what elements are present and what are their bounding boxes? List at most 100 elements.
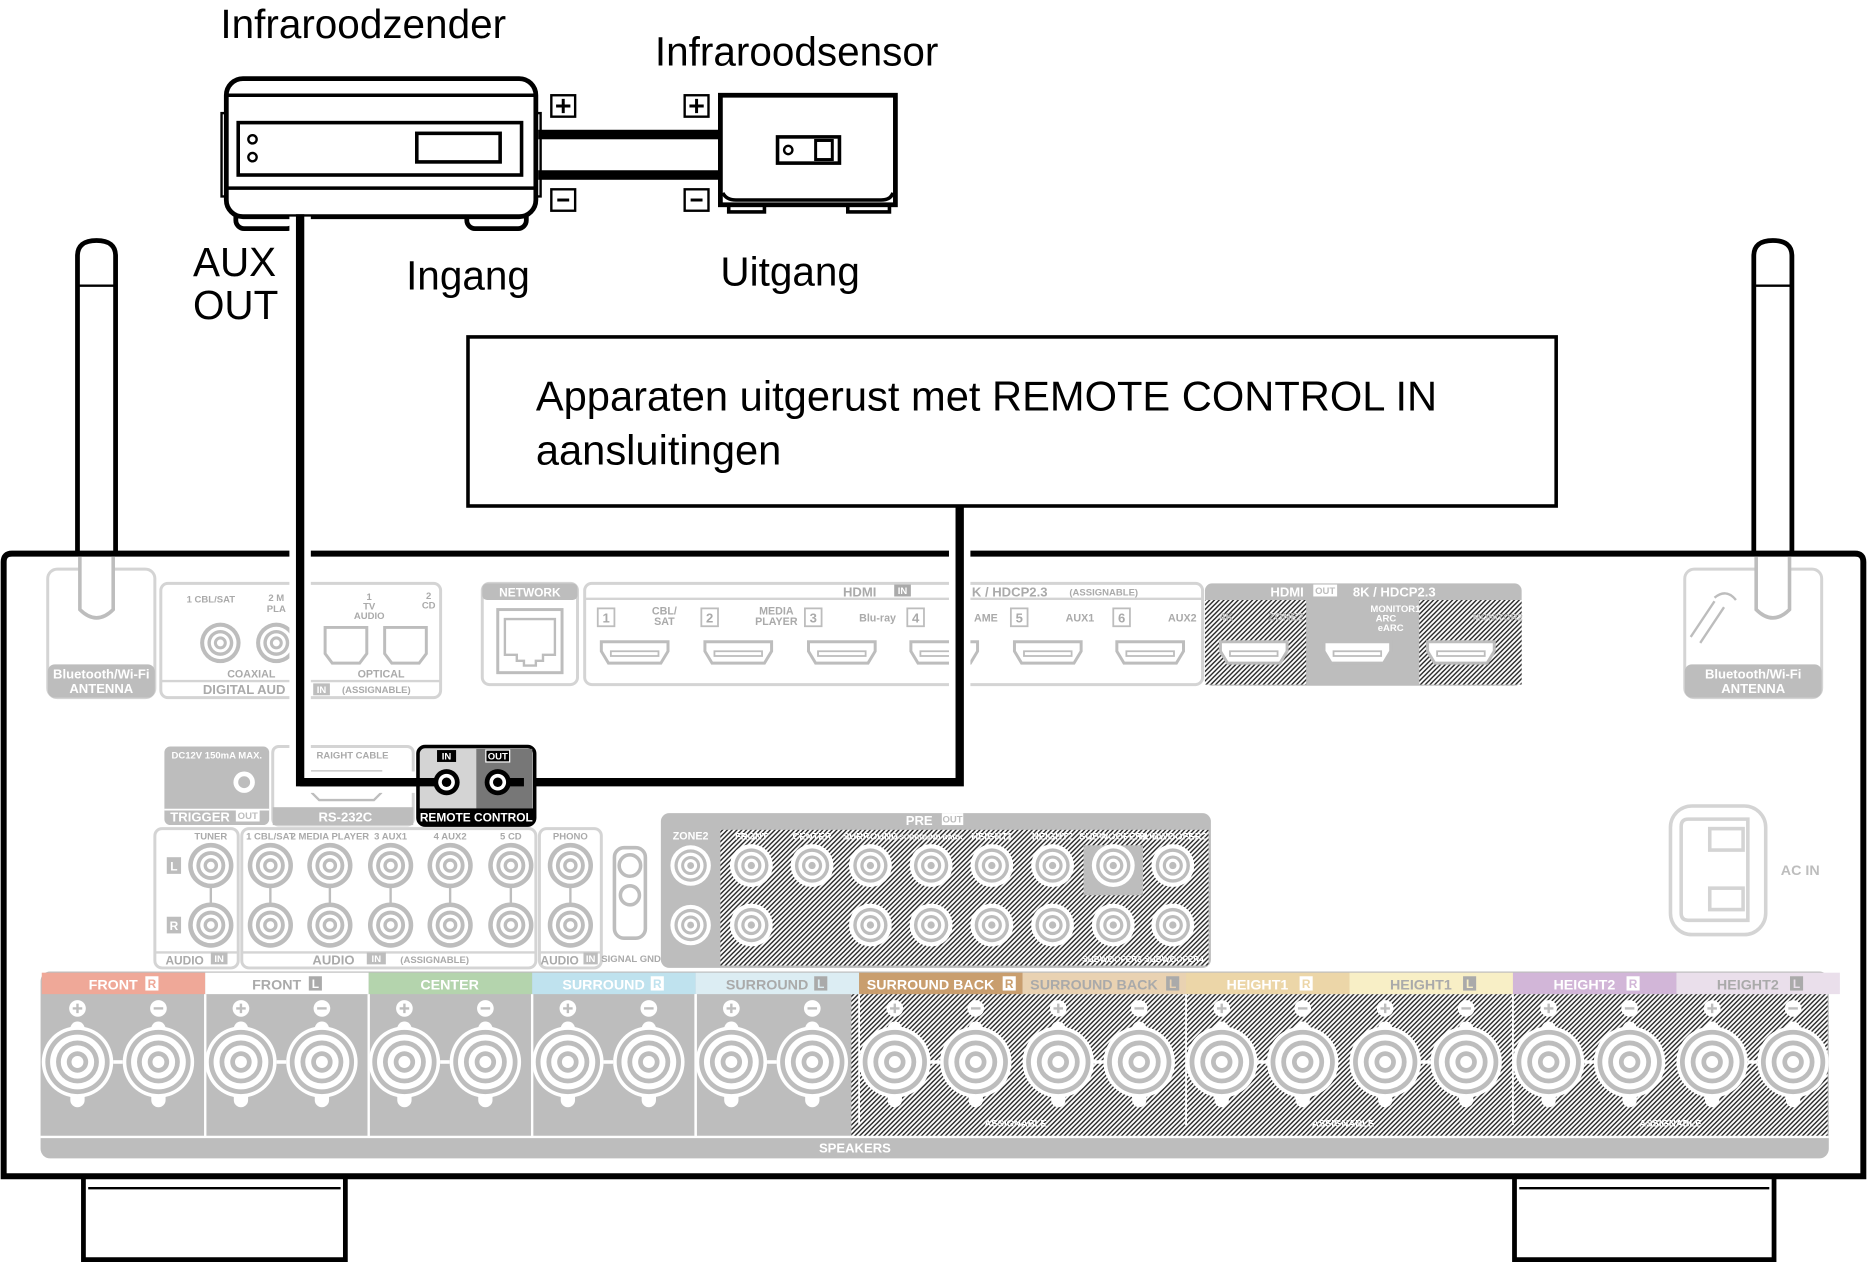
jack-ring <box>808 861 816 870</box>
jack-ring <box>386 921 395 929</box>
pre-out-jack <box>970 844 1014 887</box>
speaker-terminal-minus[interactable] <box>940 1000 1012 1108</box>
speaker-terminal-minus[interactable] <box>613 1000 685 1108</box>
speaker-terminal-plus[interactable] <box>532 1000 604 1108</box>
badge-box <box>894 584 911 597</box>
jack-ring <box>326 861 334 870</box>
assignable-label: ASSIGNABLE <box>1312 1118 1374 1129</box>
terminal-ring <box>969 1056 982 1068</box>
side-badge <box>1463 976 1477 991</box>
input-number-box <box>700 607 719 628</box>
audio-in-jack-r <box>488 902 534 948</box>
pre-out-jack <box>909 844 953 887</box>
channel-name: HEIGHT1 <box>1227 977 1289 993</box>
jack-ring <box>266 921 275 929</box>
side-letter: R <box>1302 977 1311 991</box>
hdmi-slot <box>1332 650 1383 657</box>
terminal-ring <box>1706 1056 1719 1068</box>
speaker-terminal-plus[interactable] <box>1186 1000 1258 1108</box>
audio-in-jack-r <box>547 902 593 948</box>
plus-icon <box>1216 1003 1227 1014</box>
speaker-terminal-plus[interactable] <box>1676 1000 1748 1108</box>
speaker-terminal-minus[interactable] <box>1757 1000 1829 1108</box>
remote-control-in-jack[interactable] <box>433 769 460 796</box>
receiver-foot <box>1512 1178 1777 1262</box>
hdmi-in-port <box>703 640 774 665</box>
plus-icon <box>72 1003 83 1014</box>
input-label: AUX1 <box>1066 612 1095 624</box>
label-band <box>419 808 534 824</box>
side-letter: L <box>1169 977 1176 991</box>
speaker-terminal-plus[interactable] <box>1349 1000 1421 1108</box>
terminal-ring <box>479 1056 492 1068</box>
hdmi-slot <box>713 650 763 657</box>
coaxial-jack <box>256 622 297 664</box>
jack-ring <box>927 921 935 929</box>
remote-control-out-jack[interactable] <box>484 769 511 796</box>
pre-out-jack <box>729 844 773 887</box>
badge-box <box>210 952 228 965</box>
speaker-terminal-plus[interactable] <box>695 1000 768 1108</box>
jack-ring <box>1169 861 1177 870</box>
input-number-box <box>1009 607 1029 628</box>
label: HDMI <box>843 584 876 599</box>
input-number-box <box>804 607 823 628</box>
channel-header <box>1022 972 1187 995</box>
input-label: PLAYER <box>755 616 798 628</box>
ac-in-label: AC IN <box>1781 863 1820 879</box>
speaker-terminal-minus[interactable] <box>449 1000 522 1108</box>
plus-icon <box>1707 1003 1717 1014</box>
gnd-screw <box>617 853 643 879</box>
side-badge <box>814 976 828 991</box>
audio-in-jack-r <box>427 902 473 948</box>
speaker-terminal-minus[interactable] <box>286 1000 358 1108</box>
callout-box: Apparaten uitgerust met REMOTE CONTROL I… <box>466 335 1558 508</box>
terminal-ring <box>1052 1056 1065 1068</box>
speaker-terminal-minus[interactable] <box>776 1000 849 1108</box>
speaker-terminal-minus[interactable] <box>122 1000 195 1108</box>
jack-ring <box>446 921 454 929</box>
jack-ring <box>687 921 695 929</box>
ir-emitter-label: Infraroodzender <box>220 1 506 47</box>
led-icon <box>247 151 258 163</box>
speaker-terminal-plus[interactable] <box>859 1000 931 1108</box>
jack-ring <box>566 861 575 870</box>
jack-ring <box>507 861 515 870</box>
channel-name: SURROUND <box>726 977 808 993</box>
panel-header <box>482 583 578 601</box>
hdmi-out-monitor2-port <box>1426 640 1496 665</box>
label: 5 CD <box>500 831 522 842</box>
terminal-ring <box>1296 1056 1309 1068</box>
label: (ASSIGNABLE) <box>1069 587 1138 598</box>
antenna-right <box>1751 238 1795 560</box>
speaker-terminal-plus[interactable] <box>41 1000 114 1108</box>
label: AUDIO <box>354 611 385 622</box>
speaker-terminal-plus[interactable] <box>1512 1000 1585 1108</box>
jack-ring <box>386 861 395 870</box>
pre-out-channel-label: SUBWOOFER2 <box>1139 831 1207 842</box>
speaker-terminal-plus[interactable] <box>368 1000 441 1108</box>
terminal-ring <box>1133 1056 1146 1068</box>
aux-out-label: OUT <box>193 282 278 328</box>
speaker-terminal-minus[interactable] <box>1266 1000 1339 1108</box>
speaker-channel-height1-r: HEIGHT1 R <box>1185 972 1350 1126</box>
speaker-terminal-minus[interactable] <box>1593 1000 1666 1108</box>
input-number: 6 <box>1118 611 1125 626</box>
speaker-terminal-plus[interactable] <box>205 1000 277 1108</box>
speaker-terminal-plus[interactable] <box>1022 1000 1094 1108</box>
plus-icon <box>1543 1003 1554 1014</box>
channel-header <box>859 972 1023 995</box>
speakers-label: SPEAKERS <box>819 1140 891 1155</box>
plus-icon <box>236 1003 246 1014</box>
speaker-terminal-minus[interactable] <box>1103 1000 1175 1108</box>
hdmi-slot <box>609 650 660 657</box>
input-number-box <box>596 607 616 628</box>
speaker-terminal-minus[interactable] <box>1430 1000 1502 1108</box>
